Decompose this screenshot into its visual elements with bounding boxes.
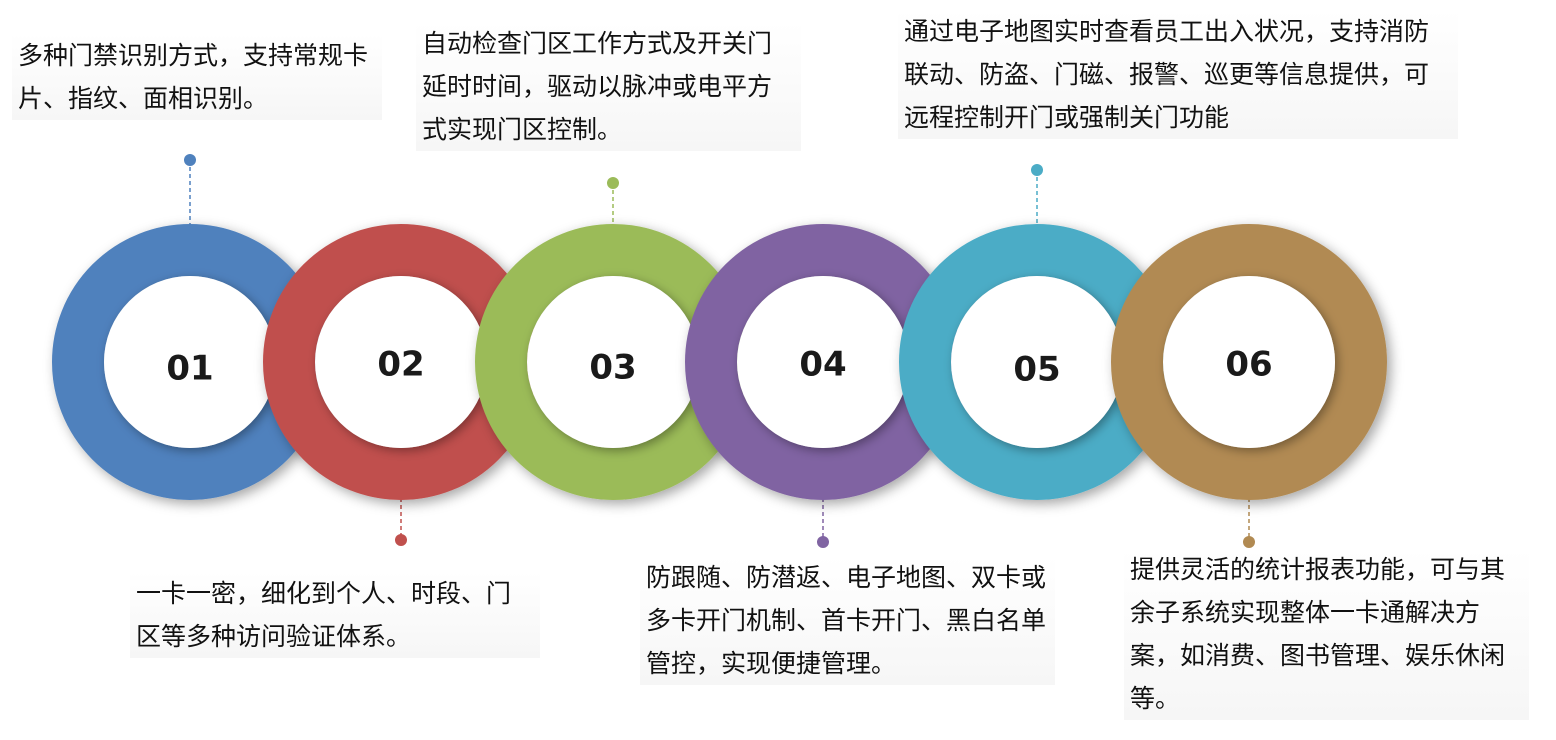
callout-02: 一卡一密，细化到个人、时段、门区等多种访问验证体系。 [130, 572, 540, 658]
callout-04: 防跟随、防潜返、电子地图、双卡或多卡开门机制、首卡开门、黑白名单管控，实现便捷管… [640, 556, 1055, 685]
step-number-05: 05 [1013, 350, 1060, 390]
ring-band-06 [1111, 224, 1387, 500]
ring-06: 06 [1111, 224, 1387, 500]
step-number-04: 04 [799, 345, 846, 385]
step-number-02: 02 [377, 345, 424, 385]
step-number-01: 01 [166, 349, 213, 389]
ring-center-01 [104, 276, 276, 448]
step-number-03: 03 [589, 348, 636, 388]
ring-center-02 [315, 276, 487, 448]
connector-dot-01 [184, 154, 196, 166]
connector-dot-04 [817, 536, 829, 548]
ring-center-06 [1163, 276, 1335, 448]
ring-center-04 [737, 276, 909, 448]
connector-dot-06 [1243, 536, 1255, 548]
connector-dot-05 [1031, 164, 1043, 176]
callout-06-text: 提供灵活的统计报表功能，可与其余子系统实现整体一卡通解决方案，如消费、图书管理、… [1130, 555, 1506, 713]
callout-04-text: 防跟随、防潜返、电子地图、双卡或多卡开门机制、首卡开门、黑白名单管控，实现便捷管… [646, 563, 1047, 678]
callout-05: 通过电子地图实时查看员工出入状况，支持消防联动、防盗、门磁、报警、巡更等信息提供… [898, 10, 1458, 139]
callout-05-text: 通过电子地图实时查看员工出入状况，支持消防联动、防盗、门磁、报警、巡更等信息提供… [904, 17, 1430, 132]
callout-01-text: 多种门禁识别方式，支持常规卡片、指纹、面相识别。 [18, 41, 369, 113]
ring-center-05 [951, 276, 1123, 448]
ring-center-03 [527, 276, 699, 448]
callout-03: 自动检查门区工作方式及开关门延时时间，驱动以脉冲或电平方式实现门区控制。 [416, 22, 801, 151]
connector-dot-02 [395, 534, 407, 546]
callout-02-text: 一卡一密，细化到个人、时段、门区等多种访问验证体系。 [136, 579, 512, 651]
callout-03-text: 自动检查门区工作方式及开关门延时时间，驱动以脉冲或电平方式实现门区控制。 [422, 29, 773, 144]
connector-dot-03 [607, 177, 619, 189]
callout-01: 多种门禁识别方式，支持常规卡片、指纹、面相识别。 [12, 34, 382, 120]
callout-06: 提供灵活的统计报表功能，可与其余子系统实现整体一卡通解决方案，如消费、图书管理、… [1124, 548, 1529, 720]
step-number-06: 06 [1225, 345, 1272, 385]
